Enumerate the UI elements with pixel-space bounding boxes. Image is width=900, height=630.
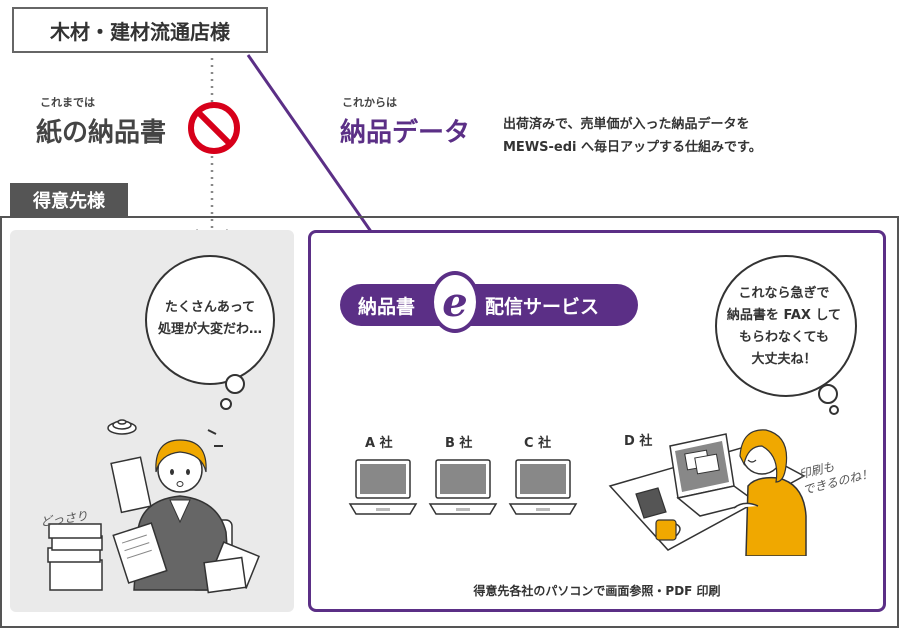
company-a-label: A 社 — [365, 436, 393, 451]
supplier-label: 木材・建材流通店様 — [12, 7, 268, 53]
left-thought-bubble — [145, 255, 275, 410]
e-delivery-service-badge — [340, 284, 638, 326]
footer-caption: 得意先各社のパソコンで画面参照・PDF 印刷 — [473, 584, 721, 598]
paper-stack — [47, 523, 103, 591]
right-bubble-line4: 大丈夫ね！ — [751, 352, 817, 367]
laptop-c-icon — [508, 459, 578, 515]
customer-frame — [0, 216, 899, 628]
before-small-label: これまでは — [40, 96, 95, 109]
e-logo-icon: e — [430, 271, 480, 333]
dizzy-swirl-icon — [107, 419, 137, 435]
after-small-label: これからは — [342, 96, 397, 109]
data-delivery-title: 納品データ — [340, 118, 471, 148]
paper-delivery-title: 紙の納品書 — [36, 118, 167, 148]
company-d-label: D 社 — [624, 434, 653, 449]
customer-tab: 得意先様 — [10, 183, 128, 217]
happy-woman-laptop-illustration — [608, 429, 807, 556]
description-line1: 出荷済みで、売単価が入った納品データを — [503, 117, 750, 132]
service-name-right: 配信サービス — [485, 296, 600, 318]
company-b-label: B 社 — [445, 436, 473, 451]
company-c-label: C 社 — [524, 436, 552, 451]
left-bubble-line1: たくさんあって — [164, 300, 256, 315]
left-bubble-line2: 処理が大変だわ… — [157, 322, 262, 337]
stressed-woman-illustration — [47, 419, 260, 594]
right-bubble-line3: もらわなくても — [739, 330, 829, 345]
description-line2: MEWS-edi へ毎日アップする仕組みです。 — [503, 140, 762, 155]
left-bubble-text: たくさんあって 処理が大変だわ… — [148, 297, 272, 341]
service-name-left: 納品書 — [358, 296, 416, 318]
right-bubble-line1: これなら急ぎで — [738, 286, 830, 301]
right-bubble-text: これなら急ぎで 納品書を FAX して もらわなくても 大丈夫ね！ — [714, 283, 854, 371]
right-bubble-line2: 納品書を FAX して — [726, 308, 842, 323]
prohibited-icon — [188, 102, 240, 154]
laptop-b-icon — [428, 459, 498, 515]
laptop-a-icon — [348, 459, 418, 515]
right-thought-bubble — [715, 255, 857, 415]
